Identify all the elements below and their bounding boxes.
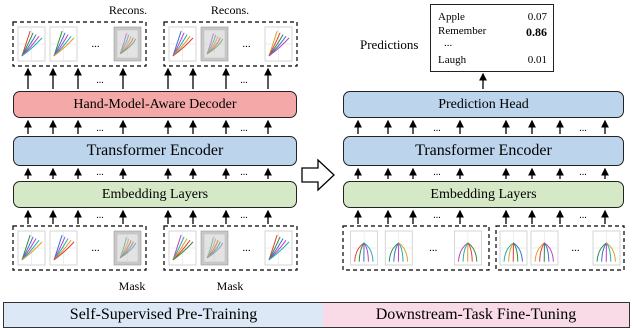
hand-frame-sequence: ...	[17, 230, 142, 266]
ellipsis-text: ...	[579, 123, 587, 134]
prediction-score: 0.01	[527, 54, 547, 66]
finetuning-banner: Downstream-Task Fine-Tuning	[323, 302, 630, 328]
hand-pose-sketch-icon	[384, 230, 413, 266]
recons-label-2: Recons.	[211, 3, 249, 17]
transformer-encoder-left: Transformer Encoder	[13, 136, 297, 166]
prediction-row-4: Laugh 0.01	[438, 54, 547, 66]
prediction-row-2: Remember 0.86	[438, 25, 547, 40]
ellipsis-text: ...	[96, 167, 104, 178]
prediction-word: Remember	[438, 25, 487, 37]
recons-label-1: Recons.	[109, 3, 147, 17]
ellipsis-text: ...	[240, 123, 248, 134]
ellipsis-text: ...	[433, 210, 441, 221]
pretraining-banner: Self-Supervised Pre-Training	[3, 302, 324, 328]
hand-pose-sketch-icon	[499, 230, 528, 266]
hand-pose-sketch-icon	[116, 29, 139, 59]
prediction-word: Apple	[438, 11, 465, 23]
hand-frame-sequence: ...	[17, 26, 142, 62]
ellipsis-text: ...	[96, 75, 104, 86]
hand-pose-sketch-icon	[592, 230, 621, 266]
finetuning-label: Downstream-Task Fine-Tuning	[375, 306, 577, 323]
transformer-encoder-right: Transformer Encoder	[343, 136, 624, 166]
prediction-word: Laugh	[438, 54, 467, 66]
hand-pose-sketch-icon	[168, 230, 197, 266]
decoder-label: Hand-Model-Aware Decoder	[73, 96, 237, 112]
prediction-row-3: ...	[438, 37, 547, 49]
predictions-label: Predictions	[360, 37, 419, 52]
hand-pose-sketch-icon	[49, 26, 78, 62]
hand-pose-sketch-icon	[203, 29, 226, 59]
recons-panel-1	[12, 21, 147, 67]
transfer-arrow-icon	[301, 158, 335, 192]
hand-pose-sketch-icon	[116, 233, 139, 263]
prediction-row-1: Apple 0.07	[438, 11, 547, 23]
input-panel-2	[495, 225, 625, 271]
input-panel-1	[342, 225, 490, 271]
embedding-label-right: Embedding Layers	[430, 186, 537, 202]
ellipsis-text: ...	[96, 210, 104, 221]
recons-panel-2	[163, 21, 298, 67]
ellipsis-text: ...	[433, 123, 441, 134]
ellipsis-text: ...	[242, 242, 251, 254]
hand-pose-sketch-icon	[17, 26, 46, 62]
ellipsis-text: ...	[429, 242, 438, 254]
masked-input-panel-2	[163, 225, 298, 271]
ellipsis-text: ...	[571, 242, 580, 254]
ellipsis-text: ...	[433, 167, 441, 178]
pretraining-label: Self-Supervised Pre-Training	[69, 306, 258, 323]
ellipsis-text: ...	[96, 123, 104, 134]
ellipsis-text: ...	[240, 167, 248, 178]
encoder-label-left: Transformer Encoder	[86, 142, 224, 159]
prediction-head: Prediction Head	[343, 91, 624, 118]
prediction-head-label: Prediction Head	[438, 96, 529, 112]
hand-pose-sketch-icon	[168, 26, 197, 62]
hand-frame-sequence: ...	[350, 230, 482, 266]
ellipsis-text: ...	[91, 38, 100, 50]
hand-frame-sequence: ...	[499, 230, 621, 266]
ellipsis-text: ...	[579, 210, 587, 221]
prediction-score: 0.07	[527, 11, 547, 23]
embedding-layers-left: Embedding Layers	[13, 181, 297, 208]
prediction-word: ...	[444, 37, 453, 49]
ellipsis-text: ...	[579, 167, 587, 178]
hand-pose-sketch-icon	[264, 230, 293, 266]
prediction-score: 0.86	[526, 25, 547, 39]
masked-input-panel-1	[12, 225, 147, 271]
hand-pose-sketch-icon	[454, 230, 482, 266]
ellipsis-text: ...	[91, 242, 100, 254]
hand-pose-sketch-icon	[203, 233, 226, 263]
mask-label-1: Mask	[119, 279, 146, 293]
hand-pose-sketch-icon	[264, 26, 293, 62]
ellipsis-text: ...	[240, 210, 248, 221]
hand-model-aware-decoder: Hand-Model-Aware Decoder	[13, 91, 297, 118]
hand-pose-sketch-icon	[530, 230, 559, 266]
ellipsis-text: ...	[240, 75, 248, 86]
hand-pose-sketch-icon	[49, 230, 78, 266]
mask-label-2: Mask	[217, 279, 244, 293]
hand-frame-sequence: ...	[168, 230, 293, 266]
hand-pose-sketch-icon	[350, 230, 378, 266]
hand-pose-sketch-icon	[17, 230, 46, 266]
ellipsis-text: ...	[242, 38, 251, 50]
embedding-layers-right: Embedding Layers	[343, 181, 624, 208]
hand-frame-sequence: ...	[168, 26, 293, 62]
predictions-box: Apple 0.07 Remember 0.86 ... Laugh 0.01	[430, 4, 554, 72]
encoder-label-right: Transformer Encoder	[415, 142, 552, 159]
embedding-label-left: Embedding Layers	[101, 186, 209, 202]
